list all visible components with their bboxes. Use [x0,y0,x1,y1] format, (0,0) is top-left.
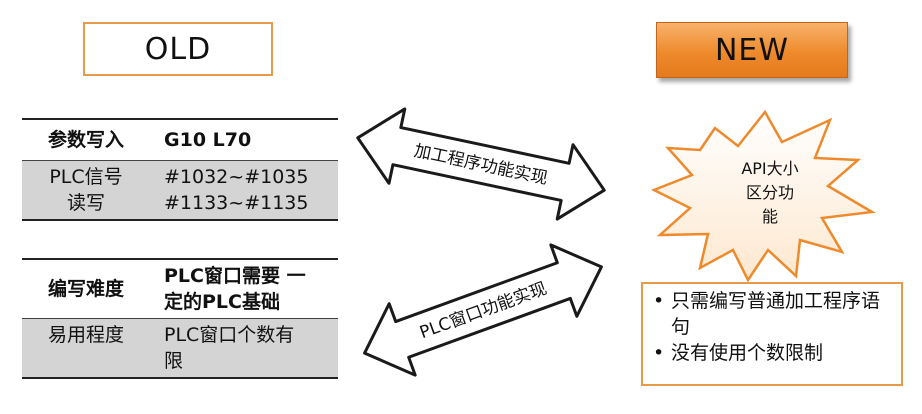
double-arrow-bottom: PLC窗口功能实现 [363,243,603,377]
table-row: 编写难度 PLC窗口需要 一 定的PLC基础 [22,258,338,319]
row-value-line: #1032~#1035 [164,166,309,188]
double-arrow-shape [363,243,603,377]
benefits-list: 只需编写普通加工程序语句 没有使用个数限制 [651,288,893,366]
row-value-line: 限 [164,350,184,372]
table-row: PLC信号 读写 #1032~#1035 #1133~#1135 [22,160,338,221]
new-label: NEW [714,32,790,68]
row-key: 参数写入 [22,118,150,161]
starburst-shape [650,109,876,283]
row-value: PLC窗口个数有 限 [150,318,338,379]
row-value-line: PLC窗口个数有 [164,324,295,346]
old-label-box: OLD [83,22,273,76]
list-item: 没有使用个数限制 [653,340,893,366]
table-row: 参数写入 G10 L70 [22,118,338,161]
old-method-table-1: 参数写入 G10 L70 PLC信号 读写 #1032~#1035 #1133~… [22,118,338,221]
row-key-line: 读写 [66,192,105,214]
table-row: 易用程度 PLC窗口个数有 限 [22,318,338,379]
row-value: PLC窗口需要 一 定的PLC基础 [150,258,338,319]
new-label-box: NEW [656,22,848,78]
starburst-line: 区分功 [745,183,794,202]
row-value-line: 定的PLC基础 [164,291,280,313]
list-item: 只需编写普通加工程序语句 [653,288,893,340]
starburst-label: API大小 区分功 能 [710,157,830,229]
double-arrow-shape [356,107,606,221]
old-label: OLD [144,31,212,67]
row-value: G10 L70 [150,118,338,161]
row-value-line: PLC窗口需要 一 [164,265,306,287]
benefits-box: 只需编写普通加工程序语句 没有使用个数限制 [641,282,903,386]
row-value-line: #1133~#1135 [164,192,309,214]
starburst-line: 能 [761,207,778,226]
row-key: 易用程度 [22,318,150,379]
row-value: #1032~#1035 #1133~#1135 [150,160,338,221]
starburst-line: API大小 [741,159,799,178]
row-key: 编写难度 [22,258,150,319]
row-key-line: PLC信号 [49,166,123,188]
double-arrow-top: 加工程序功能实现 [356,107,606,221]
row-key: PLC信号 读写 [22,160,150,221]
old-method-table-2: 编写难度 PLC窗口需要 一 定的PLC基础 易用程度 PLC窗口个数有 限 [22,258,338,379]
